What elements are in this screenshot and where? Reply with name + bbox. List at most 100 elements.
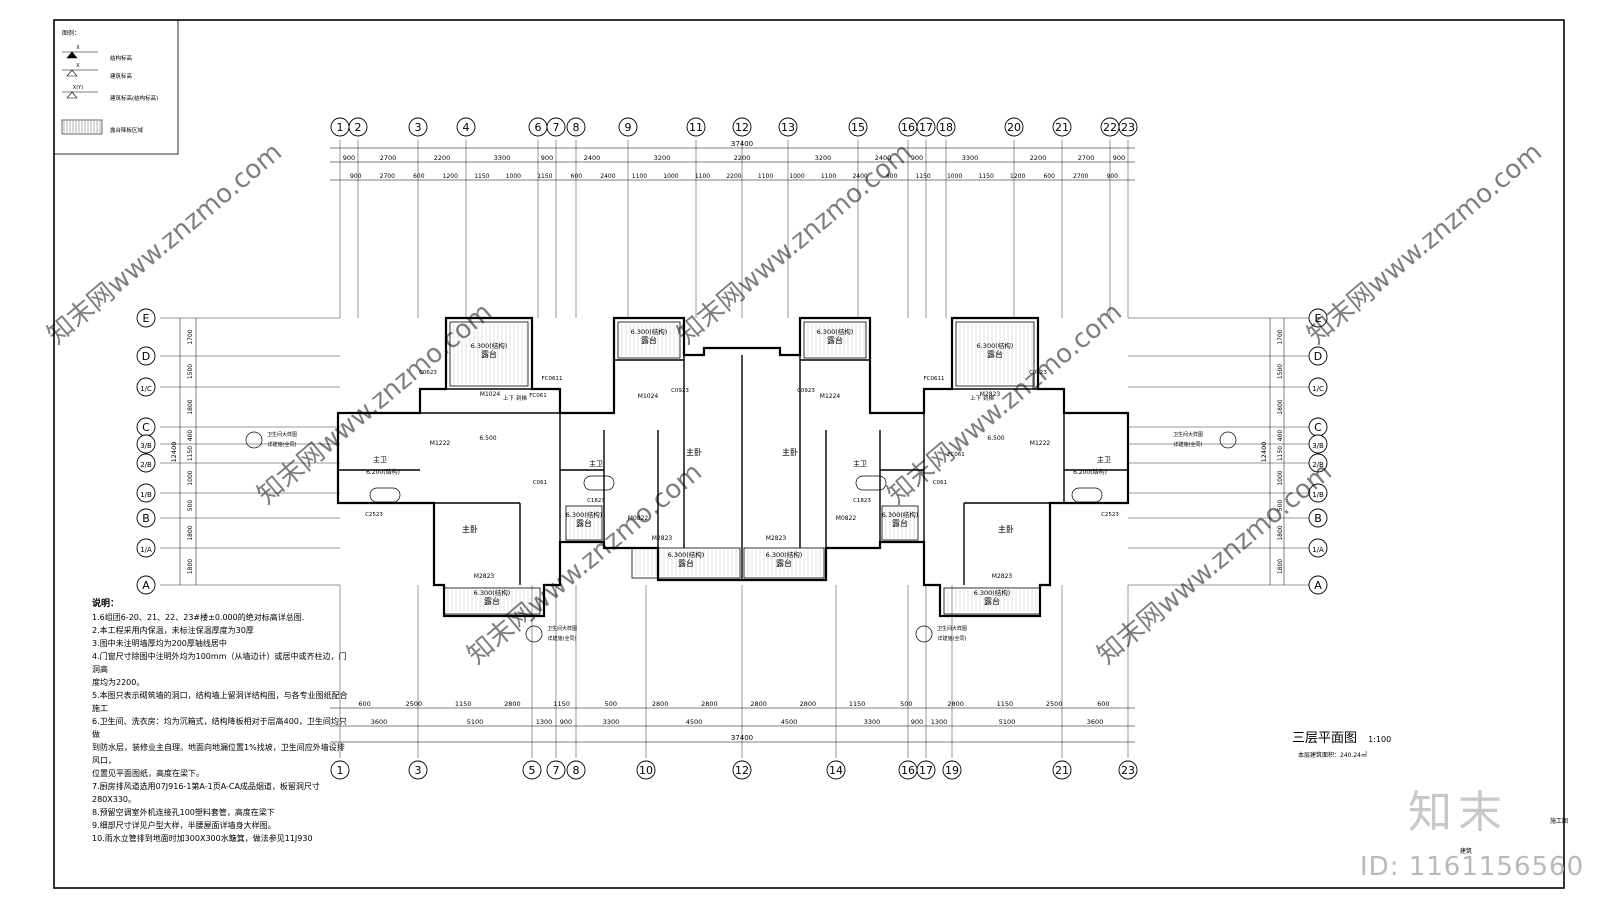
master-bedroom-label: 主卧 <box>686 447 702 457</box>
dim-bottom2: 3600 <box>371 718 388 726</box>
dim-bottom1: 2800 <box>800 700 817 708</box>
door-tag: M1222 <box>1030 440 1051 447</box>
dim-left: 1150 <box>187 446 194 461</box>
axis-top-label-circle <box>916 117 936 137</box>
master-bath-label: 主卫 <box>589 459 603 468</box>
watermark-text: 知末网www.znzmo.com <box>882 297 1128 510</box>
dim-top2: 600 <box>886 173 898 180</box>
design-notes: 说明： 1.6组团6-20、21、22、23#楼±0.000的绝对标高详总图. … <box>92 598 352 845</box>
window-tag: C0923 <box>797 388 815 394</box>
terrace-elevation: 6.300(结构) <box>882 510 919 519</box>
dim-bottom2: 4500 <box>781 718 798 726</box>
watermark-logo: 知末 <box>1408 787 1508 838</box>
total-dim-bottom: 37400 <box>731 734 753 742</box>
terrace-hatch-icon <box>61 119 103 135</box>
axis-top-label: 23 <box>1121 121 1135 134</box>
window-tag: FC0611 <box>541 376 562 382</box>
dim-top2: 900 <box>350 173 362 180</box>
note-line: 4.门窗尺寸除图中注明外均为100mm（从墙边计）或居中或齐柱边，门洞高 <box>92 652 347 674</box>
window-tag: FC061 <box>947 452 965 458</box>
axis-left-label-circle <box>136 538 156 558</box>
terrace-elevation: 6.300(结构) <box>977 341 1014 350</box>
floor-elevation: 6.500 <box>479 435 496 442</box>
dim-bottom2: 3600 <box>1087 718 1104 726</box>
axis-top-label-circle <box>936 117 956 137</box>
terrace-elevation: 6.300(结构) <box>668 550 705 559</box>
dim-bottom2: 900 <box>560 718 572 726</box>
dim-top2: 900 <box>1107 173 1119 180</box>
window-tag: C2523 <box>1101 512 1119 518</box>
axis-left-label-circle <box>136 453 156 473</box>
axis-top-label-circle <box>1118 117 1138 137</box>
dim-bottom2: 4500 <box>686 718 703 726</box>
master-bedroom-label: 主卧 <box>998 524 1014 534</box>
dim-top2: 1100 <box>821 173 836 180</box>
dim-bottom1: 1150 <box>849 700 866 708</box>
dim-bottom1: 1150 <box>455 700 472 708</box>
axis-right-label-circle <box>1308 453 1328 473</box>
dim-bottom1: 1150 <box>553 700 570 708</box>
watermark-text: 知末网www.znzmo.com <box>1302 137 1548 350</box>
window-tag: C0623 <box>419 370 437 376</box>
axis-right-label-circle <box>1308 377 1328 397</box>
legend-box <box>53 19 179 155</box>
axis-right-label: 1/A <box>1312 546 1324 554</box>
dim-right: 500 <box>1277 500 1284 512</box>
axis-bottom-label: 17 <box>919 764 933 777</box>
dim-bottom1: 2500 <box>1046 700 1063 708</box>
terrace-label: 露台 <box>827 335 843 345</box>
axis-bottom-label: 1 <box>337 764 344 777</box>
axis-left-label-circle <box>136 575 156 595</box>
detail-ref-label: 卫生间大样图 <box>937 625 967 632</box>
dim-bottom1: 2800 <box>701 700 718 708</box>
legend-symbol-label: X(Y) <box>73 85 83 91</box>
axis-top-label-circle <box>546 117 566 137</box>
drawing-scale: 1:100 <box>1368 735 1392 744</box>
axis-right-label: 1/B <box>1312 491 1324 499</box>
window-tag: FC061 <box>529 393 547 399</box>
grid-lines <box>160 140 1320 758</box>
axis-right-label-circle <box>1308 308 1328 328</box>
dim-bottom2: 3300 <box>603 718 620 726</box>
sheet-border <box>53 19 1565 889</box>
axis-left-label-circle <box>136 308 156 328</box>
dim-right: 1150 <box>1277 446 1284 461</box>
axis-top-label-circle <box>408 117 428 137</box>
dim-right: 1700 <box>1277 329 1284 344</box>
dim-bottom1: 2500 <box>406 700 423 708</box>
axis-bottom-label-circle <box>1052 760 1072 780</box>
dim-left: 1800 <box>187 399 194 414</box>
door-tag: M1224 <box>820 393 841 400</box>
terrace-label: 露台 <box>776 558 792 568</box>
dim-top1: 900 <box>541 154 553 162</box>
axis-right-label-circle <box>1308 508 1328 528</box>
dim-top2: 2200 <box>726 173 741 180</box>
terrace-elevation: 6.300(结构) <box>766 550 803 559</box>
axis-top-label-circle <box>848 117 868 137</box>
watermark-text: 知末网www.znzmo.com <box>252 297 498 510</box>
dim-top2: 2700 <box>1073 173 1088 180</box>
dim-bottom1: 500 <box>900 700 912 708</box>
note-line: 7.厨房排风道选用07J916-1第A-1页A-CA成品烟道，板留洞尺寸 <box>92 782 320 791</box>
axis-bottom-label: 19 <box>945 764 959 777</box>
dim-right: 400 <box>1277 430 1284 442</box>
axis-right-label: 3/B <box>1312 442 1324 450</box>
axis-bottom-label-circle <box>522 760 542 780</box>
door-tag: M1222 <box>430 440 451 447</box>
axis-right-label-circle <box>1308 346 1328 366</box>
door-tag: M1024 <box>480 391 501 398</box>
notes-heading: 说明： <box>92 599 120 609</box>
axis-left-label: 1/A <box>140 546 152 554</box>
walls <box>336 316 1130 618</box>
dim-top1: 900 <box>911 154 923 162</box>
bathtub-icon <box>369 487 401 503</box>
axis-left-label: A <box>142 579 150 592</box>
terrace-label: 露台 <box>484 596 500 606</box>
watermark-id: ID: 1161156560 <box>1360 852 1585 882</box>
terrace-elevation: 6.300(结构) <box>817 327 854 336</box>
note-line: 到防水层，装修业主自理。地面向地漏位置1%找坡，卫生间应外墙设排风口， <box>92 743 345 765</box>
terrace-area <box>803 321 867 359</box>
dim-top2: 1150 <box>915 173 930 180</box>
dim-left: 1500 <box>187 364 194 379</box>
dim-top1: 900 <box>343 154 355 162</box>
